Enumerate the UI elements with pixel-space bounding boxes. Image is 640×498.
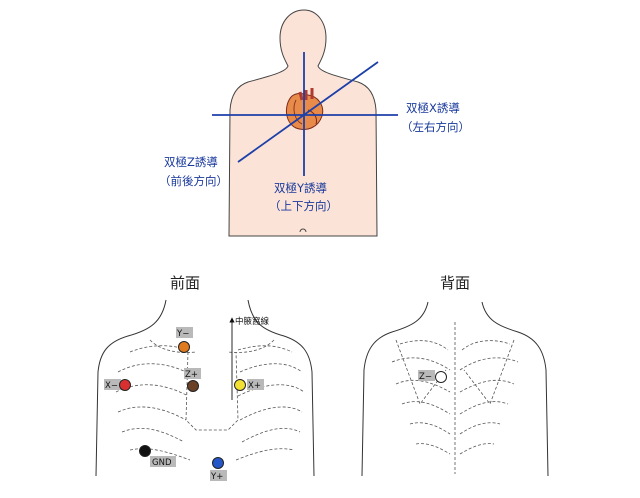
front-view-title: 前面 [170, 274, 200, 292]
electrode-x-minus: X− [104, 379, 131, 391]
midaxillary-label: 中腋窩線 [235, 316, 270, 327]
front-outline [95, 299, 315, 477]
electrode-y-plus: Y+ [210, 457, 227, 482]
lead-z-sublabel: （前後方向） [159, 174, 228, 188]
lead-y-label: 双極Y誘導 [274, 181, 328, 195]
back-spine-ribs [391, 322, 519, 474]
back-torso [361, 301, 549, 477]
electrode-z-plus: Z+ [184, 368, 201, 392]
electrode-gnd-label: GND [152, 458, 172, 468]
lead-z-axis [237, 61, 379, 163]
lead-x-sublabel: （左右方向） [401, 120, 470, 134]
electrode-gnd: GND [139, 445, 176, 468]
electrode-x-plus: X+ [234, 379, 264, 391]
electrode-y-plus-label: Y+ [210, 472, 223, 482]
lead-axes [212, 52, 398, 176]
electrode-z-minus: Z− [418, 370, 447, 383]
lead-z-label: 双極Z誘導 [164, 155, 218, 169]
electrode-x-minus-label: X− [105, 381, 118, 391]
lead-labels: 双極X誘導 （左右方向） 双極Z誘導 （前後方向） 双極Y誘導 （上下方向） [159, 101, 470, 213]
back-view-title: 背面 [440, 274, 470, 292]
front-torso [95, 299, 315, 477]
electrode-y-minus: Y− [176, 327, 193, 353]
front-ribcage [115, 339, 305, 461]
electrode-z-plus-label: Z+ [185, 370, 198, 380]
lead-x-label: 双極X誘導 [406, 101, 460, 115]
lead-y-sublabel: （上下方向） [269, 199, 338, 213]
back-outline [361, 301, 549, 477]
electrode-x-plus-label: X+ [248, 381, 261, 391]
navel-mark [299, 228, 307, 233]
electrode-z-minus-label: Z− [419, 372, 432, 382]
midaxillary-line-marker: 中腋窩線 [229, 316, 270, 400]
electrode-y-minus-label: Y− [176, 329, 189, 339]
